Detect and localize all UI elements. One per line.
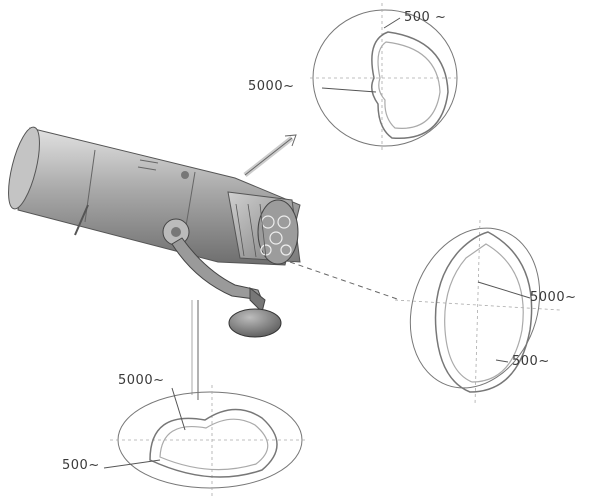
label-top-5000: 5000~ <box>248 79 295 94</box>
polar-pattern-right <box>394 219 561 406</box>
polar-curve-low <box>377 41 441 129</box>
polar-curve-high <box>371 31 449 140</box>
polar-curve-low <box>444 243 524 383</box>
microphone <box>8 126 301 338</box>
polar-pattern-bottom <box>103 385 305 496</box>
label-bottom-500: 500~ <box>62 458 100 473</box>
polar-curve-high <box>434 231 533 393</box>
stand-base <box>228 308 282 338</box>
polar-curve-low <box>159 418 269 471</box>
polar-pattern-top <box>310 3 460 150</box>
polar-curve-high <box>149 408 278 478</box>
cable <box>74 204 89 236</box>
microphone-rear-cap <box>8 126 40 210</box>
label-top-500: 500 ~ <box>404 10 447 25</box>
label-right-5000: 5000~ <box>530 290 577 305</box>
direction-arrows <box>191 134 401 400</box>
microphone-capsule-head <box>227 191 301 265</box>
polar-circle-right <box>409 227 541 389</box>
label-bottom-5000: 5000~ <box>118 373 165 388</box>
label-right-500: 500~ <box>512 354 550 369</box>
microphone-body <box>17 127 301 266</box>
